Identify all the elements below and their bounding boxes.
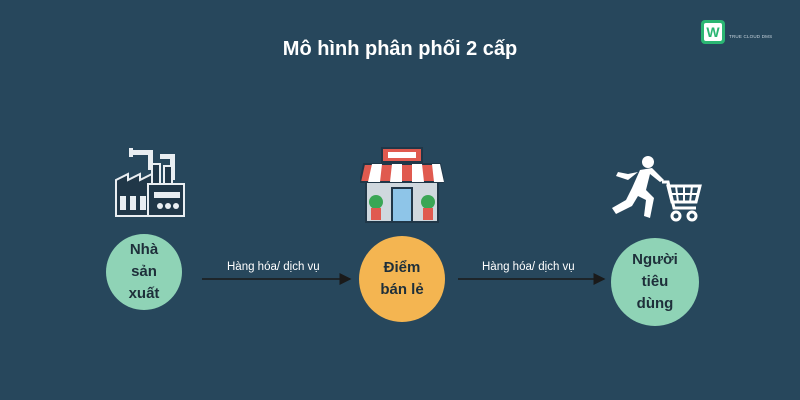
- node-producer-line-1: Nhà: [129, 241, 159, 258]
- node-consumer-line-3: dùng: [636, 295, 674, 312]
- node-retail-line-2: bán lẻ: [380, 281, 424, 298]
- brand-logo-letter: W: [704, 23, 722, 41]
- factory-icon: [112, 144, 188, 218]
- brand-logo: W TRUE CLOUD DMS: [701, 20, 791, 46]
- node-retail-point: Điểm bán lẻ: [359, 236, 445, 322]
- node-consumer: Người tiêu dùng: [611, 238, 699, 326]
- node-producer-line-2: sản: [131, 263, 157, 280]
- edge-label-retail-consumer: Hàng hóa/ dịch vụ: [482, 261, 575, 273]
- retail-store-icon: [358, 146, 446, 224]
- brand-logo-mark: W: [701, 20, 725, 44]
- edge-label-producer-retail: Hàng hóa/ dịch vụ: [227, 261, 320, 273]
- node-consumer-line-1: Người: [632, 251, 678, 268]
- node-retail-line-1: Điểm: [383, 259, 421, 276]
- node-consumer-line-2: tiêu: [641, 273, 669, 290]
- shopper-with-cart-icon: [602, 154, 702, 224]
- brand-name: TRUE CLOUD DMS: [729, 34, 773, 39]
- node-producer: Nhà sản xuất: [106, 234, 182, 310]
- node-producer-line-3: xuất: [128, 285, 160, 302]
- diagram-title: Mô hình phân phối 2 cấp: [282, 38, 518, 60]
